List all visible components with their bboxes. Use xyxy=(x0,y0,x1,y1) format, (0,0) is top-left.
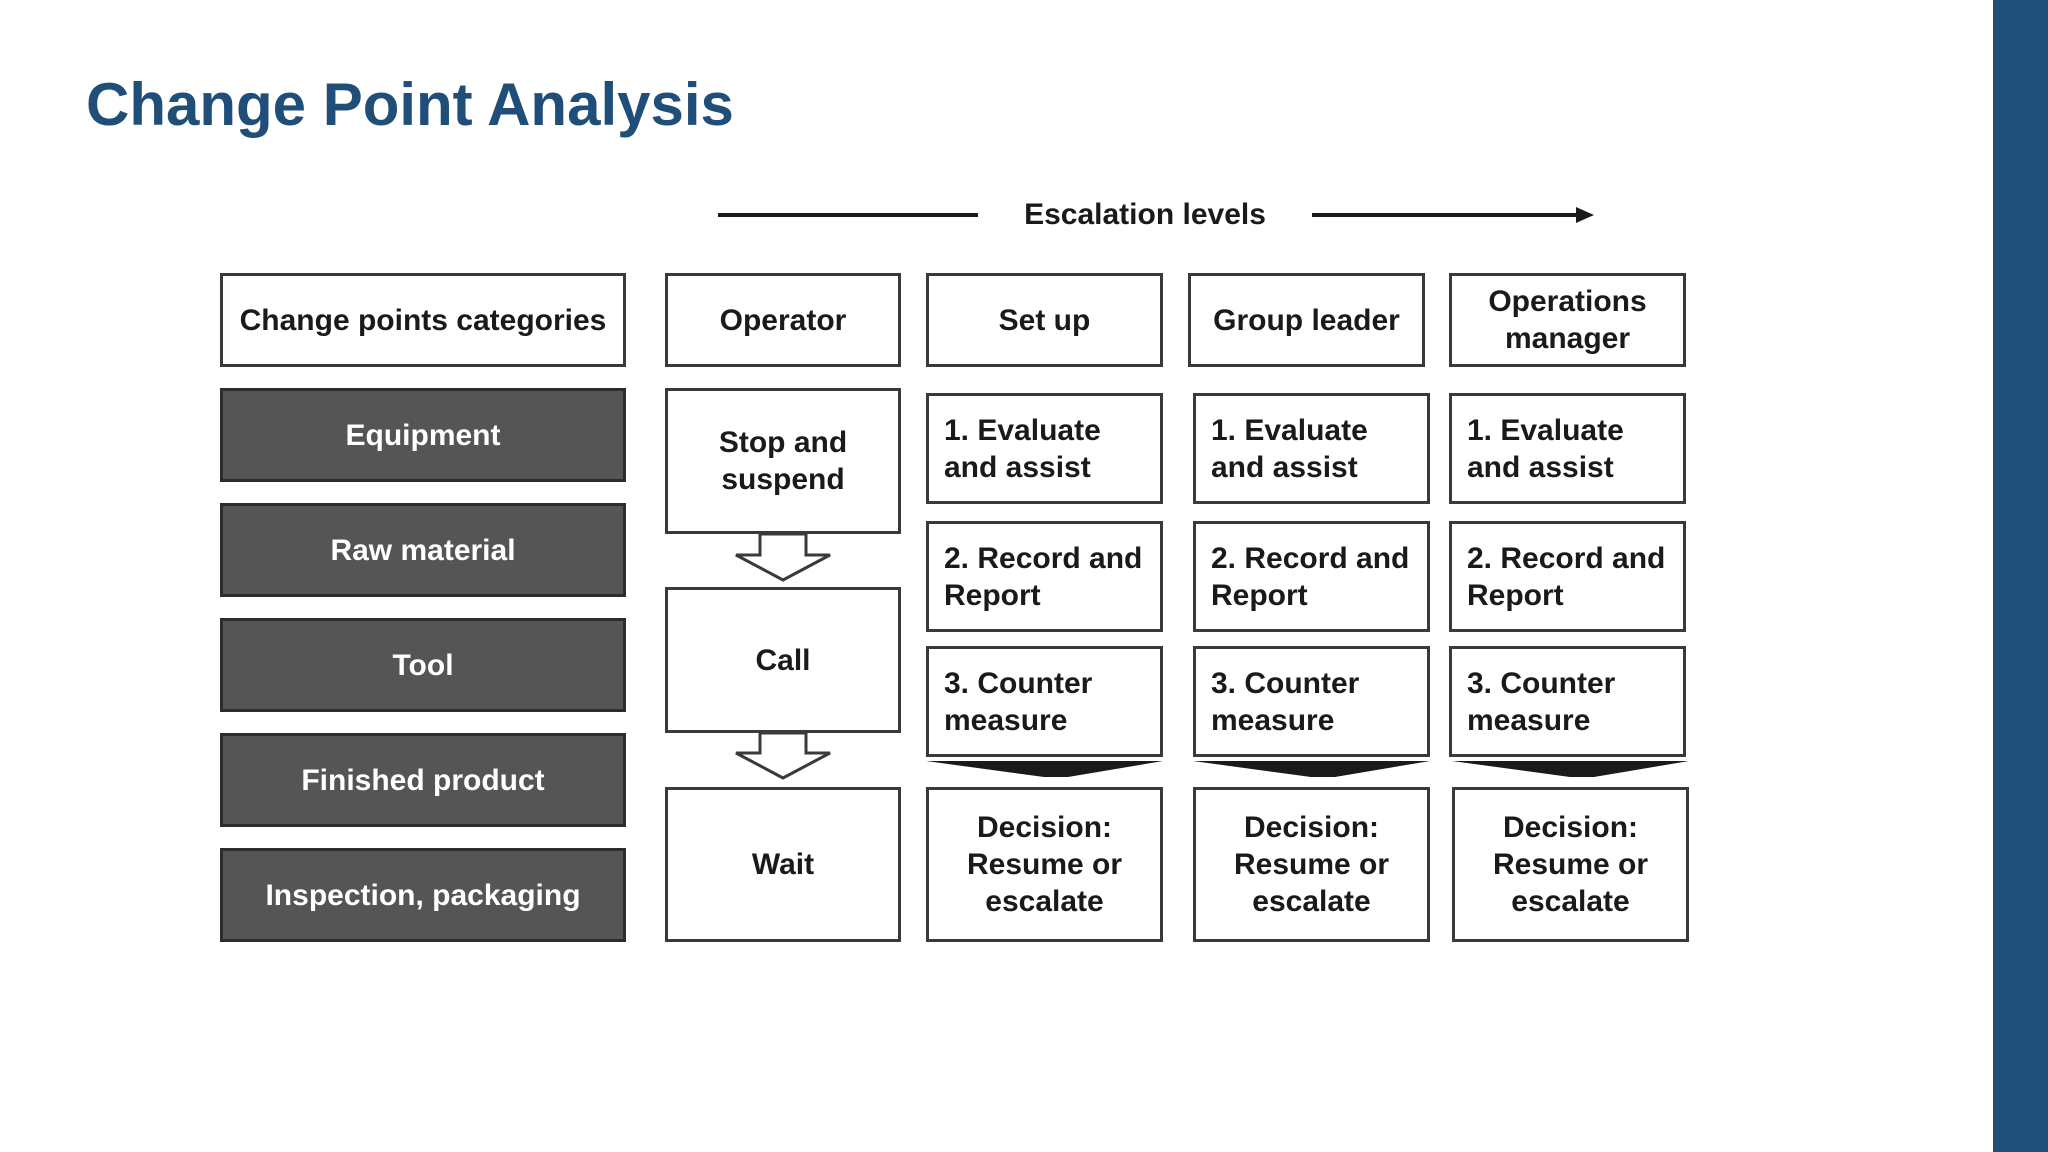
setup-step-evaluate: 1. Evaluate and assist xyxy=(926,393,1163,504)
down-arrow-icon xyxy=(926,761,1163,777)
operations-manager-step-record: 2. Record and Report xyxy=(1449,521,1686,632)
category-finished-product: Finished product xyxy=(220,733,626,827)
right-accent-bar xyxy=(1993,0,2048,1152)
down-arrow-icon xyxy=(735,731,831,780)
operations-manager-step-evaluate: 1. Evaluate and assist xyxy=(1449,393,1686,504)
setup-header: Set up xyxy=(926,273,1163,367)
operator-step-wait: Wait xyxy=(665,787,901,942)
escalation-levels-label: Escalation levels xyxy=(1024,198,1266,231)
group-leader-step-record: 2. Record and Report xyxy=(1193,521,1430,632)
operator-header: Operator xyxy=(665,273,901,367)
setup-step-record: 2. Record and Report xyxy=(926,521,1163,632)
setup-decision: Decision: Resume or escalate xyxy=(926,787,1163,942)
down-arrow-icon xyxy=(735,532,831,582)
category-inspection-packaging: Inspection, packaging xyxy=(220,848,626,942)
group-leader-header: Group leader xyxy=(1188,273,1425,367)
group-leader-step-counter: 3. Counter measure xyxy=(1193,646,1430,757)
category-raw-material: Raw material xyxy=(220,503,626,597)
category-tool: Tool xyxy=(220,618,626,712)
setup-step-counter: 3. Counter measure xyxy=(926,646,1163,757)
down-arrow-icon xyxy=(1452,761,1689,777)
group-leader-decision: Decision: Resume or escalate xyxy=(1193,787,1430,942)
operations-manager-decision: Decision: Resume or escalate xyxy=(1452,787,1689,942)
operations-manager-step-counter: 3. Counter measure xyxy=(1449,646,1686,757)
down-arrow-icon xyxy=(1193,761,1430,777)
category-header: Change points categories xyxy=(220,273,626,367)
page-title: Change Point Analysis xyxy=(86,71,734,138)
group-leader-step-evaluate: 1. Evaluate and assist xyxy=(1193,393,1430,504)
operator-step-stop: Stop and suspend xyxy=(665,388,901,534)
operations-manager-header: Operations manager xyxy=(1449,273,1686,367)
category-equipment: Equipment xyxy=(220,388,626,482)
